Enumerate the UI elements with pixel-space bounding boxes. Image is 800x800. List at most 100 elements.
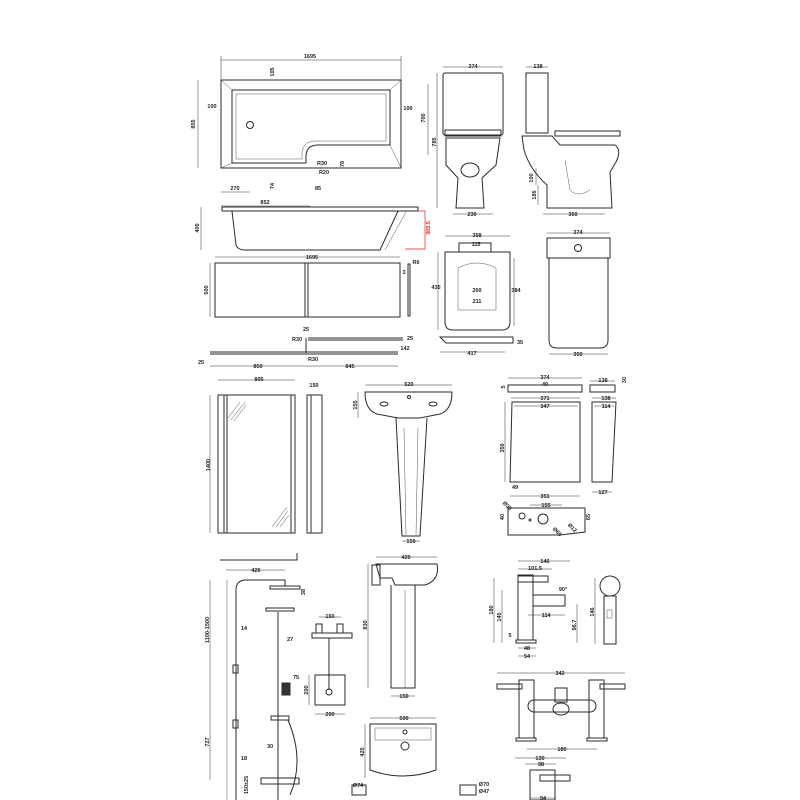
dim-body-top-width: 371 — [540, 396, 549, 402]
dim-waste-74: Ø74 — [353, 783, 364, 789]
bath-side-view: 400 365.5 — [195, 206, 432, 251]
dim-basin-plan-width: 500 — [399, 716, 408, 722]
dim-seat-length: 435 — [431, 285, 440, 291]
dim-852: 852 — [260, 200, 269, 206]
dim-bath-depth: 365.5 — [426, 221, 432, 235]
dim-25-top: 25 — [303, 327, 309, 333]
dim-384: 384 — [511, 288, 521, 294]
dim-lever-reach: 101.5 — [528, 566, 542, 572]
dim-bath-narrow-width: 700 — [421, 113, 427, 122]
dim-opening-width: 211 — [473, 299, 482, 305]
dim-toilet-base: 230 — [467, 212, 476, 218]
dim-basin2-width: 420 — [401, 555, 410, 561]
dim-base-40: 40 — [500, 514, 506, 520]
dim-tap-145: 145 — [497, 612, 503, 621]
dim-opening-length: 260 — [472, 288, 481, 294]
dim-inlet-centres: 150±25 — [244, 776, 250, 794]
dim-49: 49 — [512, 485, 518, 491]
dim-base-5: 5 — [508, 633, 511, 639]
dim-body-inner-width: 347 — [540, 404, 549, 410]
dim-lid-depth: 138 — [598, 378, 607, 384]
dim-filler-centres: 180 — [557, 747, 566, 753]
dim-basin-width: 520 — [404, 382, 413, 388]
dim-filler-width: 342 — [555, 671, 564, 677]
valve-box — [314, 674, 346, 706]
dim-hole-12: Ø12 — [566, 522, 578, 534]
dim-14: 14 — [241, 626, 248, 632]
dim-body-inner-depth: 114 — [602, 404, 612, 410]
dim-r30-bottom: R30 — [308, 357, 318, 363]
dim-seat-thickness: 35 — [517, 340, 523, 346]
dim-74: 74 — [270, 182, 276, 189]
dim-panel-height: 500 — [204, 285, 210, 294]
dim-riser-offset: 426 — [251, 568, 260, 574]
shower-head — [265, 607, 295, 612]
dim-98: 98 — [538, 762, 544, 768]
dim-waste-47: Ø47 — [479, 789, 489, 795]
dim-screen-depth: 150 — [309, 383, 318, 389]
dim-bath-width: 855 — [191, 119, 197, 128]
dim-850: 850 — [253, 364, 262, 370]
dim-727: 727 — [205, 737, 211, 746]
dim-screen-height: 1400 — [206, 459, 212, 471]
dim-body-48: 48 — [524, 646, 530, 652]
dim-outlet-185: 185 — [532, 190, 538, 199]
bath-screen-view: 805 1400 150 — [206, 377, 323, 534]
dim-body-depth: 138 — [601, 396, 610, 402]
dim-18: 18 — [241, 756, 247, 762]
dim-spout-reach: 114 — [542, 613, 552, 619]
dim-lever-angle: 90° — [559, 587, 567, 593]
dim-30: 30 — [267, 744, 273, 750]
dim-pedestal2-width: 150 — [399, 694, 408, 700]
dim-head-38: 38 — [301, 589, 307, 595]
dim-box-height: 200 — [304, 685, 310, 694]
dim-screen-width: 805 — [254, 377, 263, 383]
dim-body-bottom-width: 351 — [540, 494, 549, 500]
dim-waste-offset: 270 — [230, 186, 239, 192]
dim-tap-height: 180 — [489, 605, 495, 614]
dim-142: 142 — [400, 346, 409, 352]
dim-pedestal-width: 150 — [406, 539, 415, 545]
dim-body-height: 350 — [500, 443, 506, 452]
dim-toilet-width: 374 — [468, 64, 478, 70]
basin-with-full-pedestal: 420 830 150 500 420 Ø74 Ø70 Ø47 — [351, 555, 489, 796]
dim-rim-left: 100 — [207, 104, 216, 110]
dim-bath-length: 1695 — [304, 54, 316, 60]
dim-r6: R6 — [412, 260, 419, 266]
dim-seat-width: 358 — [472, 233, 481, 239]
dim-toilet-projection: 360 — [568, 212, 577, 218]
close-coupled-toilet: 374 785 230 138 100 185 360 — [432, 64, 621, 218]
dim-bath-height: 400 — [195, 223, 201, 232]
dim-basin2-height: 830 — [363, 620, 369, 629]
basin-with-semi-pedestal: 520 155 150 — [353, 382, 453, 545]
dim-hole-65: Ø65 — [551, 526, 563, 538]
dim-27: 27 — [287, 637, 293, 643]
dim-radius-20: R20 — [319, 170, 329, 176]
dim-3: 3 — [402, 270, 405, 276]
dim-base-54: 54 — [524, 654, 531, 660]
basin-mixer-tap: 146 101.5 90° 180 145 114 96.7 5 48 54 1… — [489, 559, 621, 660]
dim-box-width: 200 — [325, 712, 334, 718]
dim-94: 94 — [540, 796, 547, 800]
dim-75: 75 — [293, 675, 299, 681]
dim-25-right: 25 — [407, 336, 413, 342]
dim-outlet-100: 100 — [529, 173, 535, 182]
thermostatic-shower-kit: 426 1100-1500 14 727 18 150±25 38 27 75 … — [205, 553, 353, 800]
cistern-detail-views: 374 40 5 138 30 371 347 350 49 351 138 1… — [500, 375, 628, 538]
bath-outer-rim — [220, 79, 402, 169]
bath-basin-outline — [231, 89, 391, 164]
dim-lid-thickness: 5 — [501, 385, 507, 388]
toilet-seat-view: 358 115 435 260 211 384 417 35 — [431, 233, 523, 357]
end-panel — [407, 263, 411, 317]
dim-basin-height: 155 — [353, 400, 359, 409]
dim-basin-plan-depth: 420 — [360, 747, 366, 756]
bath-waste-icon — [246, 121, 254, 129]
dim-25-left: 25 — [198, 360, 204, 366]
bath-panel-view: 1695 500 R6 3 25 R30 25 142 25 R30 850 8… — [198, 255, 420, 370]
shower-arm-top — [220, 553, 298, 561]
dim-valve-centres: 150 — [325, 614, 334, 620]
dim-lid-width: 374 — [540, 375, 550, 381]
dim-r30-top: R30 — [292, 337, 302, 343]
dim-hole-spacing: 155 — [541, 503, 550, 509]
dim-riser-height: 1100-1500 — [205, 617, 211, 643]
